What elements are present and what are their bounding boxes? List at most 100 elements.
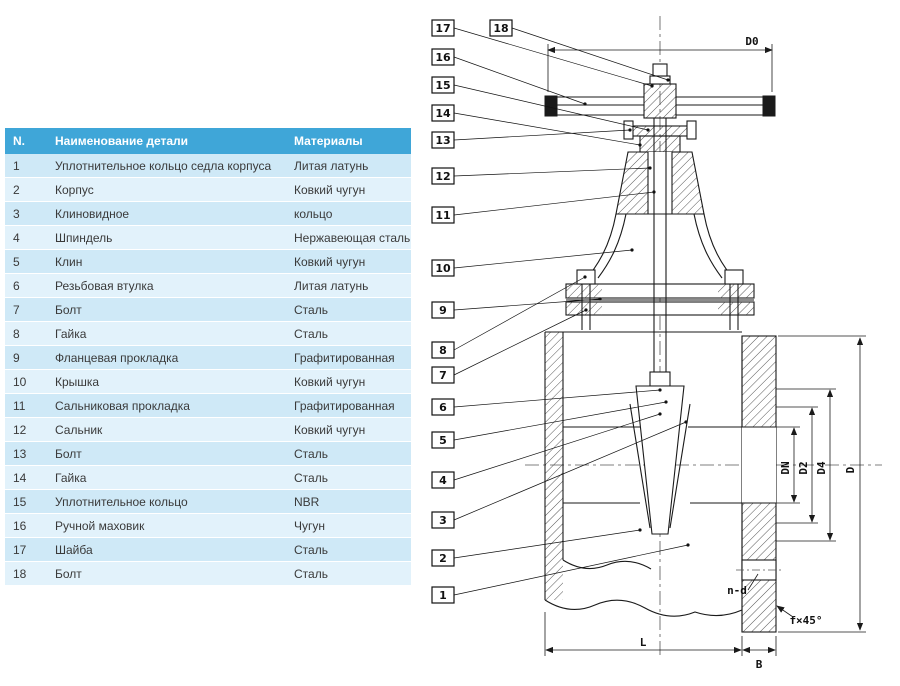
callout-number: 8 [439,344,447,357]
callout-6: 6 [431,388,662,416]
cell-material: Сталь [294,566,328,581]
callout-10: 10 [431,248,634,277]
cell-material: Ковкий чугун [294,422,366,437]
cell-num: 3 [13,206,20,221]
callout-number: 13 [435,134,450,147]
callout-number: 1 [439,589,447,602]
cell-name: Болт [55,302,82,317]
callout-number: 2 [439,552,447,565]
callout-14: 14 [431,104,642,147]
callout-1: 1 [431,543,690,604]
cell-num: 18 [13,566,27,581]
table-row: 3 Клиновидное кольцо [5,202,411,226]
cell-num: 9 [13,350,20,365]
callout-number: 7 [439,369,447,382]
cell-material: Ковкий чугун [294,254,366,269]
cell-name: Фланцевая прокладка [55,350,179,365]
cell-material: кольцо [294,206,333,221]
callout-number: 10 [435,262,451,275]
cell-name: Корпус [55,182,94,197]
callout-4: 4 [431,412,662,489]
callout-11: 11 [431,190,656,224]
cell-num: 4 [13,230,20,245]
callout-number: 16 [435,51,451,64]
parts-table-header: N. Наименование детали Материалы [5,128,411,154]
callout-number: 9 [439,304,447,317]
cell-material: Литая латунь [294,278,369,293]
table-row: 7 Болт Сталь [5,298,411,322]
callout-13: 13 [431,128,632,149]
cell-material: Сталь [294,446,328,461]
dimension-labels: D0 D DN D2 D4 L B n-d f×45° [640,35,857,671]
cell-material: Ковкий чугун [294,182,366,197]
callout-number: 4 [439,474,447,487]
cell-name: Болт [55,446,82,461]
cell-name: Клиновидное [55,206,130,221]
dim-label-d0: D0 [745,35,758,48]
cell-name: Клин [55,254,83,269]
callout-number: 14 [435,107,451,120]
cell-material: Сталь [294,302,328,317]
callout-9: 9 [431,297,602,319]
table-row: 4 Шпиндель Нержавеющая сталь [5,226,411,250]
callout-8: 8 [431,275,587,359]
cell-name: Ручной маховик [55,518,145,533]
callout-number: 12 [435,170,450,183]
callout-number: 5 [439,434,447,447]
dimension-lines [544,44,866,656]
header-material: Материалы [294,134,363,148]
callout-2: 2 [431,528,642,567]
cell-num: 2 [13,182,20,197]
cell-material: Сталь [294,542,328,557]
cell-material: NBR [294,494,320,509]
cell-num: 17 [13,542,27,557]
cell-name: Крышка [55,374,100,389]
dim-label-b: B [756,658,763,671]
cell-material: Графитированная [294,398,395,413]
stem [653,118,667,372]
cell-name: Шпиндель [55,230,113,245]
callout-3: 3 [431,420,688,529]
stuffing-box [623,120,697,153]
dim-label-dn: DN [779,461,792,474]
callout-12: 12 [431,166,652,185]
dim-label-f45: f×45° [789,614,822,627]
dim-label-l: L [640,636,647,649]
cell-material: Ковкий чугун [294,374,366,389]
cell-name: Уплотнительное кольцо [55,494,188,509]
callout-number: 11 [435,209,450,222]
cell-material: Сталь [294,326,328,341]
header-num: N. [13,134,25,148]
callout-number: 18 [493,22,508,35]
cell-num: 7 [13,302,20,317]
bonnet-flange [565,283,755,316]
cell-material: Чугун [294,518,326,533]
cell-name: Гайка [55,470,87,485]
cell-name: Гайка [55,326,87,341]
callout-17: 17 [431,19,654,88]
dim-label-d: D [844,466,857,473]
cell-name: Уплотнительное кольцо седла корпуса [55,158,272,173]
cell-num: 10 [13,374,27,389]
callout-number: 17 [435,22,450,35]
dim-label-d4: D4 [815,461,828,475]
cell-name: Сальниковая прокладка [55,398,190,413]
cell-material: Нержавеющая сталь [294,230,411,245]
cell-material: Сталь [294,470,328,485]
